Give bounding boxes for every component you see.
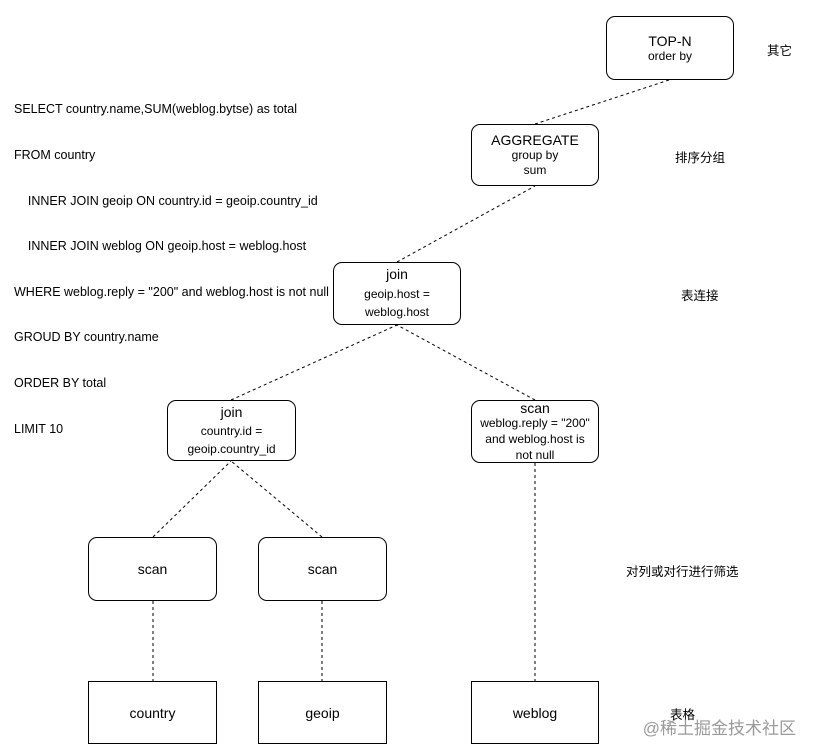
node-detail: country.id = [200, 423, 263, 438]
join-left-node: join country.id = geoip.country_id [167, 400, 296, 461]
sql-line: FROM country [14, 148, 96, 163]
sql-line: INNER JOIN geoip ON country.id = geoip.c… [14, 193, 318, 208]
table-geoip: geoip [258, 681, 387, 744]
sql-line: LIMIT 10 [14, 421, 64, 436]
note-table-join: 表连接 [681, 289, 719, 303]
node-title: scan [307, 561, 338, 577]
node-detail: weblog.host [364, 305, 430, 319]
node-detail: sum [523, 163, 547, 177]
table-label: country [129, 704, 176, 721]
table-country: country [88, 681, 217, 744]
node-detail: and weblog.host is [485, 432, 585, 446]
sql-line: GROUD BY country.name [14, 330, 159, 345]
edge-scan-country-join-left [152, 460, 232, 538]
node-detail: group by [511, 148, 559, 162]
node-detail: weblog.reply = "200" [480, 416, 590, 430]
edge-join-top-aggregate [396, 185, 536, 263]
scan-country-node: scan [88, 537, 217, 601]
node-title: join [220, 403, 243, 420]
node-title: scan [137, 561, 168, 577]
edge-aggregate-topn [534, 79, 670, 125]
node-title: join [386, 266, 408, 282]
node-title: TOP-N [648, 32, 692, 49]
node-detail: not null [515, 448, 555, 462]
sql-line: SELECT country.name,SUM(weblog.bytse) as… [14, 102, 297, 117]
scan-geoip-node: scan [258, 537, 387, 601]
sql-line: INNER JOIN weblog ON geoip.host = weblog… [14, 239, 307, 254]
table-label: weblog [512, 704, 558, 721]
table-label: geoip [305, 704, 340, 721]
sql-line: ORDER BY total [14, 376, 107, 391]
edge-scan-weblog-join-top [396, 324, 536, 401]
join-top-node: join geoip.host = weblog.host [333, 262, 461, 325]
aggregate-node: AGGREGATE group by sum [471, 124, 599, 186]
node-title: AGGREGATE [491, 132, 579, 148]
node-detail: order by [647, 48, 693, 63]
note-tables: 表格 [670, 708, 696, 722]
watermark: @稀土掘金技术社区 [642, 719, 796, 738]
node-detail: geoip.country_id [187, 441, 276, 456]
sql-line: WHERE weblog.reply = "200" and weblog.ho… [14, 284, 329, 299]
node-title: scan [520, 400, 550, 416]
edge-join-left-join-top [230, 324, 398, 401]
note-filter: 对列或对行进行筛选 [626, 565, 739, 579]
scan-weblog-node: scan weblog.reply = "200" and weblog.hos… [471, 400, 599, 463]
node-detail: geoip.host = [364, 287, 430, 301]
topn-node: TOP-N order by [606, 16, 734, 80]
table-weblog: weblog [471, 681, 599, 744]
note-sort-group: 排序分组 [675, 151, 726, 165]
sql-query: SELECT country.name,SUM(weblog.bytse) as… [14, 72, 329, 452]
edge-scan-geoip-join-left [230, 460, 323, 538]
note-other: 其它 [767, 44, 793, 58]
